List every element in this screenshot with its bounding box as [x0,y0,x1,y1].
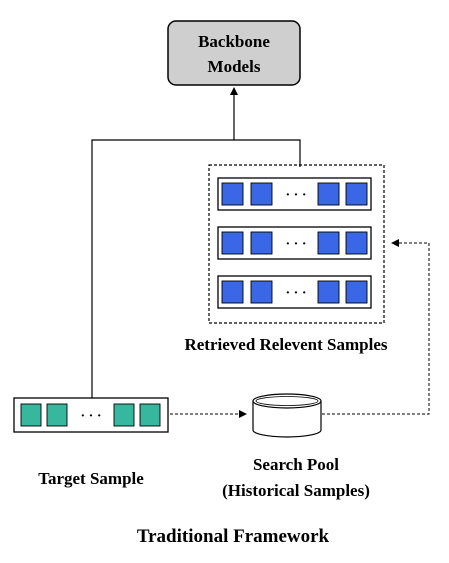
retrieved-cell [250,231,273,255]
retrieved-cell [317,231,340,255]
retrieved-ellipsis: · · · [285,286,306,301]
retrieved-sample-row [217,226,372,260]
retrieved-sample-row [217,177,372,211]
retrieved-cell [250,182,273,206]
target-sample: · · · [13,397,169,433]
backbone-label-line2: Models [208,57,261,76]
retrieved-cell [345,280,368,304]
target-sample-label: Target Sample [38,469,144,488]
retrieved-ellipsis: · · · [285,188,306,203]
retrieval-dashed-path [170,239,430,418]
search-pool-label-line2: (Historical Samples) [222,481,370,500]
retrieved-cell [221,280,244,304]
retrieved-cell [250,280,273,304]
backbone-models-box: Backbone Models [167,20,301,86]
retrieved-cell [221,182,244,206]
retrieved-cell [345,231,368,255]
retrieved-samples-group: · · · · · · · · · Retrieved Relevent Sampl… [184,164,388,354]
solid-connector [91,87,301,398]
retrieved-ellipsis: · · · [285,237,306,252]
retrieved-cell [345,182,368,206]
retrieved-samples-label: Retrieved Relevent Samples [184,335,387,354]
target-cell [139,403,161,427]
retrieved-sample-row [217,275,372,309]
retrieved-cell [221,231,244,255]
diagram-caption: Traditional Framework [137,526,330,547]
search-pool-cylinder-icon [252,393,322,438]
target-cell [46,403,68,427]
retrieved-cell [317,182,340,206]
backbone-label-line1: Backbone [198,32,270,51]
target-cell [113,403,135,427]
target-ellipsis: · · · [80,409,101,424]
search-pool-label-line1: Search Pool [253,455,339,474]
target-cell [20,403,42,427]
retrieved-cell [317,280,340,304]
